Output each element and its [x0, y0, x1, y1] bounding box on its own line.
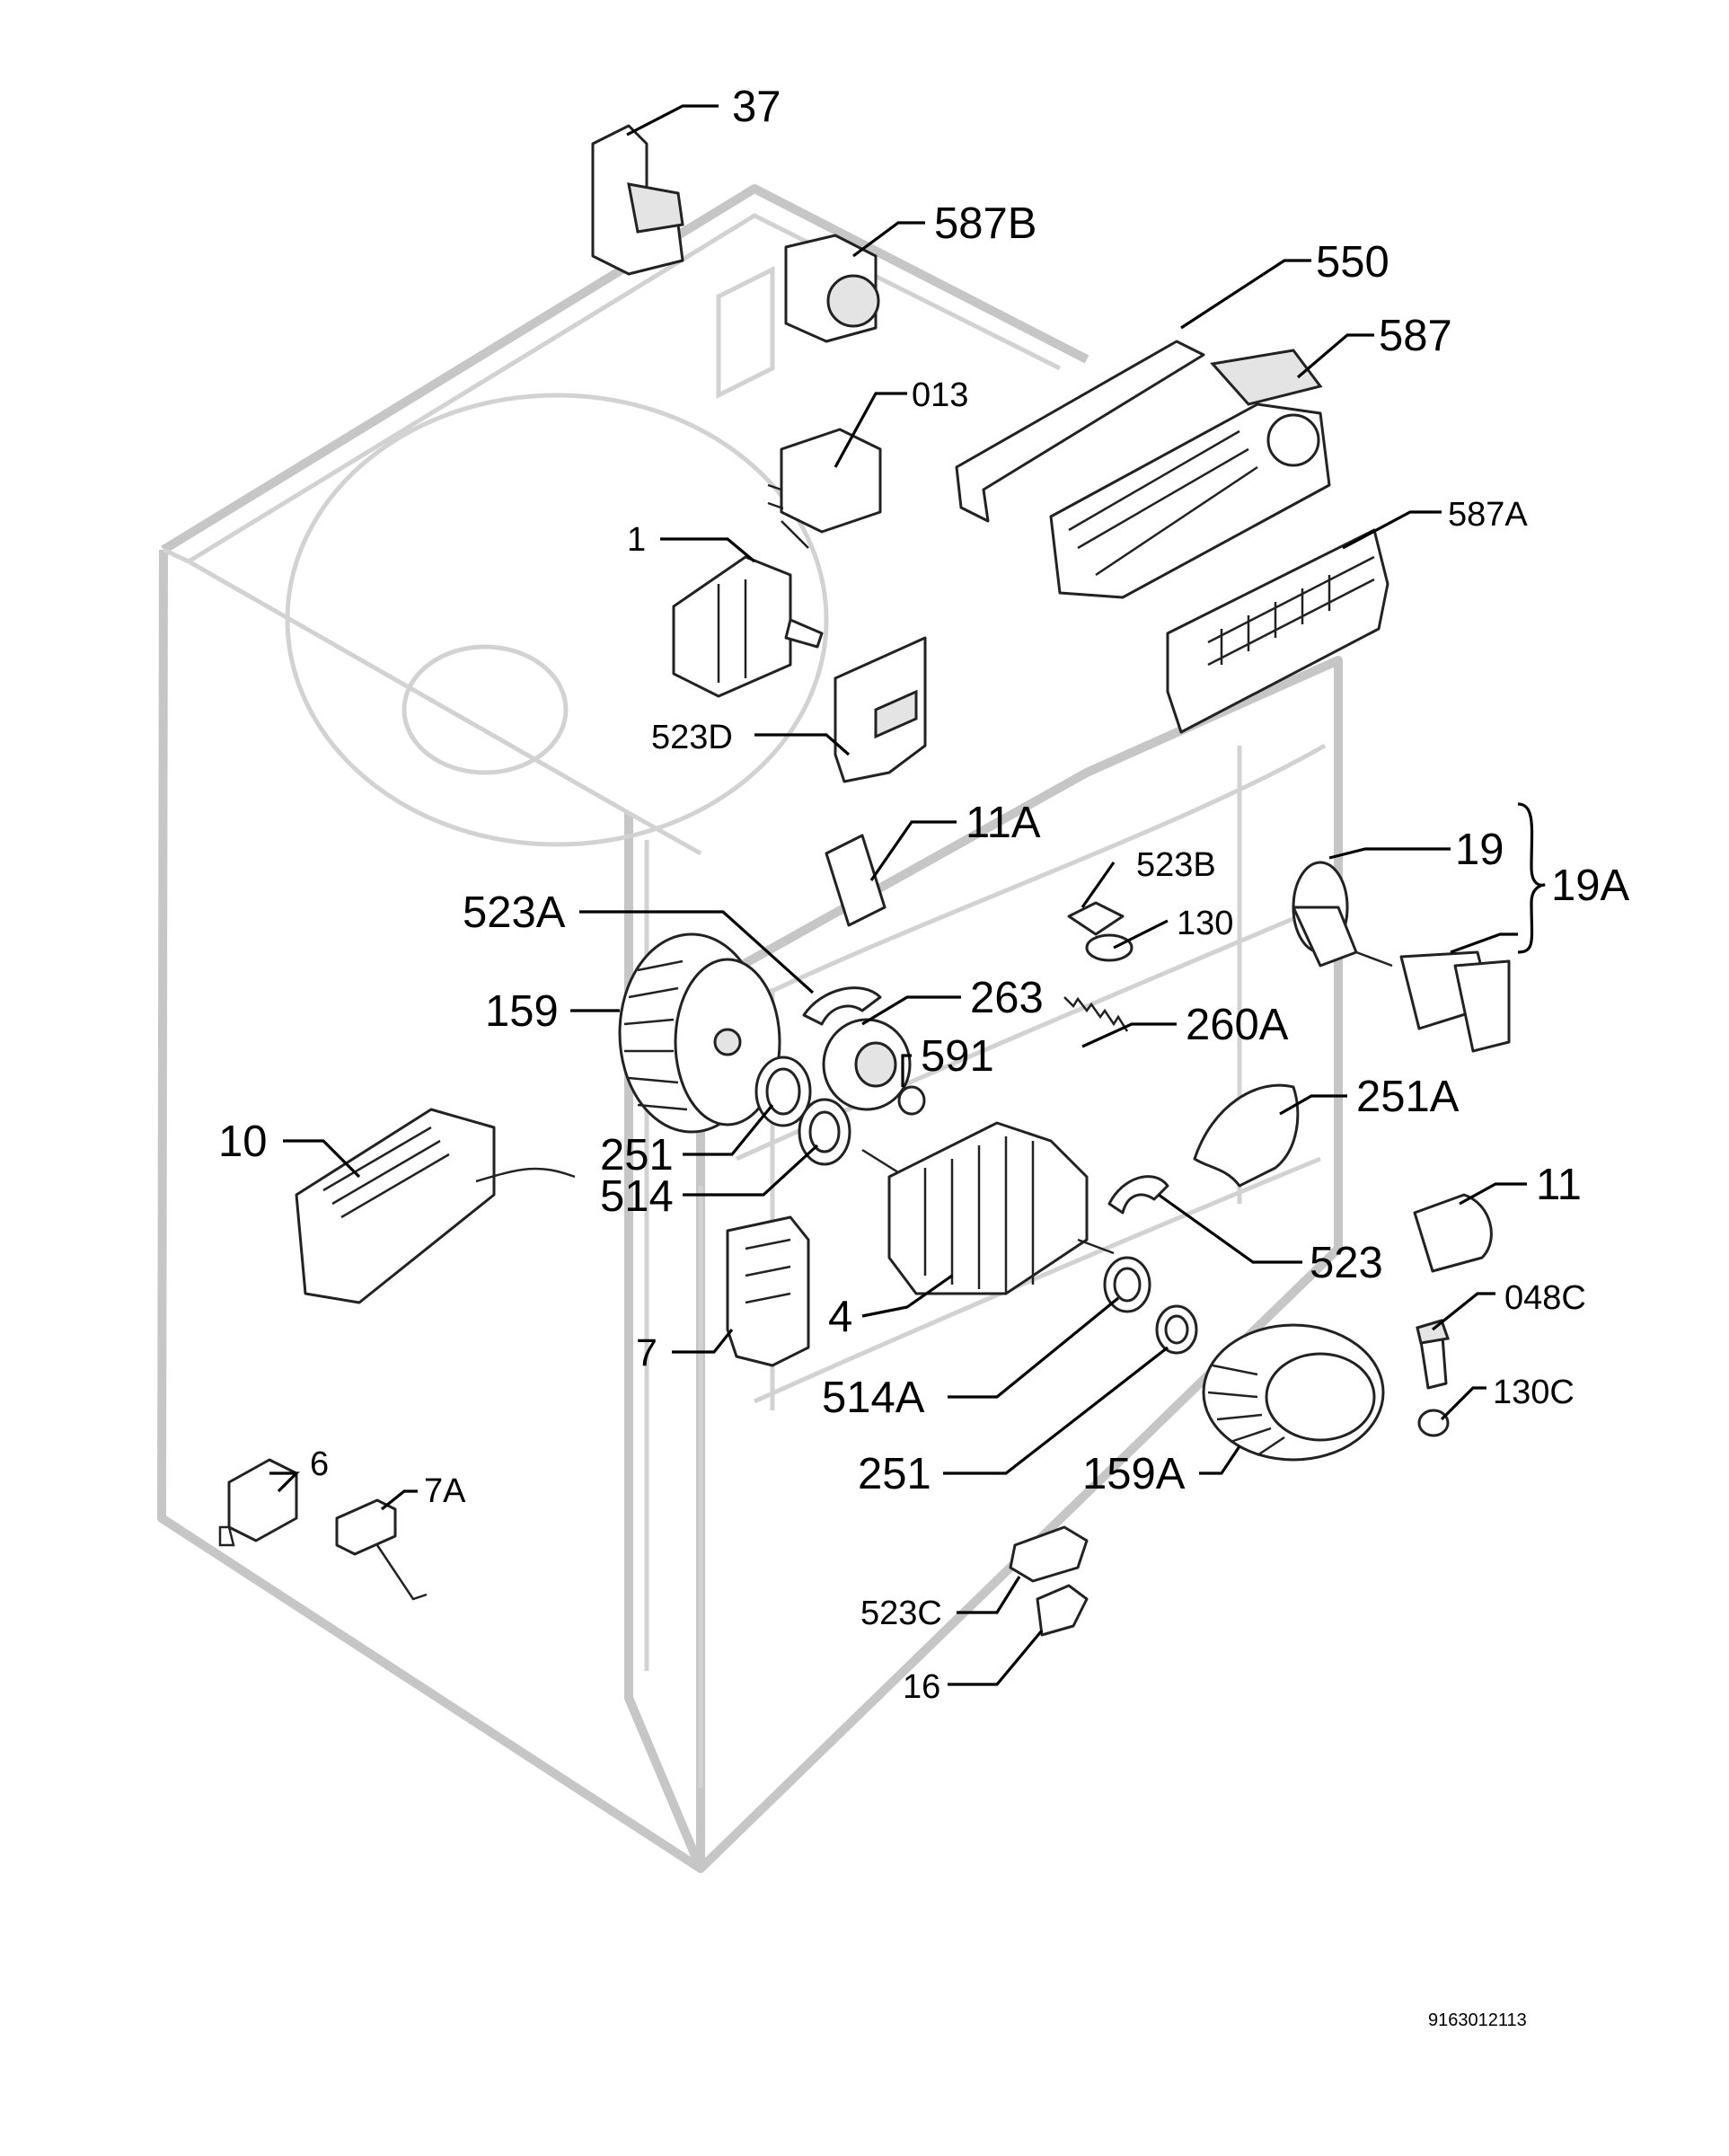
callout-514A: 514A [822, 1374, 925, 1422]
part-260A-spring [1063, 996, 1129, 1032]
callout-251A: 251A [1356, 1073, 1460, 1121]
callout-523B: 523B [1136, 846, 1216, 884]
part-048C-sensor [1416, 1319, 1451, 1390]
callout-130C: 130C [1493, 1374, 1575, 1411]
callout-19A: 19A [1551, 862, 1630, 910]
callout-523D: 523D [651, 719, 733, 756]
part-37-door-lock [591, 124, 684, 276]
callout-263: 263 [970, 974, 1044, 1022]
part-130-gasket [1085, 933, 1134, 962]
part-591-washer [897, 1085, 926, 1116]
part-550-cover [955, 340, 1205, 523]
part-1-switch [672, 555, 824, 698]
callout-11: 11 [1536, 1161, 1582, 1209]
part-11A-capacitor [825, 834, 887, 927]
part-7-timer [726, 1215, 810, 1367]
part-16-switch [1036, 1584, 1089, 1637]
part-523-bracket [1107, 1175, 1169, 1215]
callout-587A: 587A [1448, 496, 1528, 534]
callout-587: 587 [1379, 312, 1452, 360]
part-013-filter [767, 428, 882, 549]
callout-260A: 260A [1186, 1001, 1289, 1049]
part-587-electronic-board [1049, 349, 1331, 599]
callout-1: 1 [627, 521, 646, 559]
part-159A-blower-wheel [1202, 1323, 1385, 1462]
part-514-seal-upper [798, 1098, 851, 1166]
part-7A-microswitch [335, 1498, 428, 1601]
callout-048C: 048C [1504, 1279, 1586, 1317]
part-130C-grommet [1417, 1409, 1450, 1437]
callout-587B: 587B [934, 199, 1037, 248]
part-523B-clip [1067, 901, 1125, 936]
callout-4: 4 [828, 1293, 852, 1341]
callout-550: 550 [1316, 238, 1389, 287]
part-159-fan-wheel [618, 932, 781, 1134]
callout-591: 591 [921, 1032, 994, 1081]
callout-37: 37 [732, 83, 781, 131]
part-587B-switch [784, 234, 880, 343]
part-251A-cover [1193, 1083, 1300, 1188]
callout-514: 514 [600, 1172, 674, 1221]
callout-251-upper: 251 [600, 1131, 674, 1180]
part-587A-control-panel [1166, 528, 1389, 734]
callout-11A: 11A [966, 799, 1041, 847]
callout-10: 10 [218, 1118, 268, 1166]
part-523D-housing [834, 636, 927, 783]
callout-523: 523 [1310, 1239, 1383, 1287]
callout-523A: 523A [463, 888, 566, 937]
part-6-solenoid [218, 1458, 298, 1547]
part-10-heater [295, 1108, 576, 1304]
part-523A-bracket [802, 986, 882, 1026]
document-number: 9163012113 [1428, 2010, 1527, 2030]
callout-7: 7 [636, 1331, 657, 1374]
part-11-capacitor [1413, 1193, 1493, 1273]
callout-19: 19 [1455, 826, 1504, 874]
callout-6: 6 [310, 1445, 329, 1483]
callout-013: 013 [912, 376, 968, 414]
part-523C-bracket [1009, 1525, 1089, 1583]
callout-159A: 159A [1082, 1450, 1186, 1498]
part-4-motor [861, 1121, 1115, 1295]
part-19-sensor [1292, 861, 1393, 968]
part-251-bearing-lower [1155, 1304, 1198, 1355]
callout-159: 159 [485, 987, 559, 1036]
part-19A-sensor-assembly [1399, 950, 1511, 1053]
callout-523C: 523C [860, 1595, 942, 1632]
callout-251-lower: 251 [858, 1450, 931, 1498]
callout-labels: 37 587B 550 587 013 587A 1 523D 11A 523B… [218, 83, 1630, 1706]
callout-16: 16 [903, 1668, 940, 1706]
callout-130: 130 [1177, 905, 1233, 942]
callout-7A: 7A [424, 1472, 466, 1510]
leader-lines [269, 104, 1546, 1686]
part-263-pulley [822, 1018, 912, 1111]
